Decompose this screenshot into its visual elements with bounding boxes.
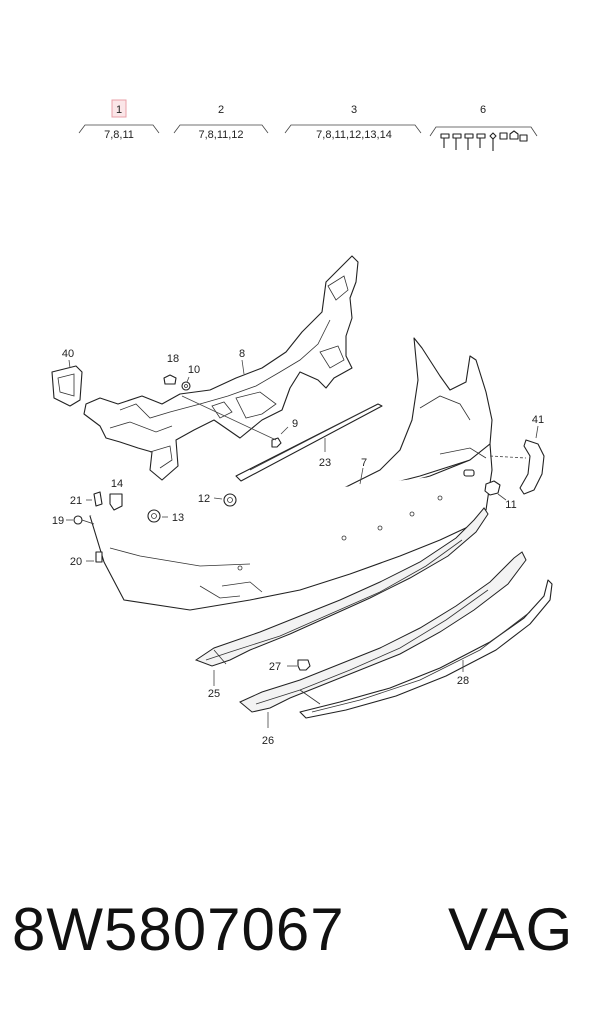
- part-18-clip[interactable]: 18: [163, 353, 179, 385]
- callout-19: 19: [52, 515, 64, 527]
- callout-41: 41: [532, 414, 544, 426]
- group-2-number: 2: [218, 104, 224, 116]
- callout-8: 8: [239, 348, 245, 360]
- group-3[interactable]: 3 7,8,11,12,13,14: [284, 104, 422, 141]
- callout-10: 10: [188, 364, 200, 376]
- part-8-carrier[interactable]: 8: [83, 255, 359, 481]
- fastener-set-icon: [440, 130, 528, 151]
- part-28-lower-trim[interactable]: 28: [299, 579, 553, 719]
- group-1[interactable]: 1 7,8,11: [78, 99, 160, 141]
- group-3-parts: 7,8,11,12,13,14: [316, 129, 392, 141]
- part-7-bumper-cover[interactable]: 7: [89, 337, 493, 611]
- part-11-cap[interactable]: 11: [484, 480, 517, 511]
- part-14-clip[interactable]: 14: [109, 478, 123, 511]
- part-number: 8W5807067: [12, 896, 345, 963]
- group-1-number: 1: [116, 104, 122, 116]
- group-2[interactable]: 2 7,8,11,12: [173, 104, 269, 141]
- callout-9: 9: [292, 418, 298, 430]
- group-3-number: 3: [351, 104, 357, 116]
- group-6[interactable]: 6: [429, 104, 538, 151]
- callout-18: 18: [167, 353, 179, 365]
- part-21-stud[interactable]: 21: [70, 491, 103, 507]
- part-13-nut[interactable]: 13: [147, 509, 184, 524]
- group-1-highlight-box: [111, 99, 127, 118]
- callout-14: 14: [111, 478, 123, 490]
- group-2-parts: 7,8,11,12: [198, 129, 243, 141]
- part-25-diffuser[interactable]: 25: [194, 507, 489, 700]
- brand-label: VAG: [448, 896, 574, 963]
- part-12-grommet[interactable]: 12: [198, 493, 237, 507]
- callout-21: 21: [70, 495, 82, 507]
- part-9-clip[interactable]: 9: [181, 395, 298, 448]
- callout-7: 7: [361, 457, 367, 469]
- callout-12: 12: [198, 493, 210, 505]
- callout-23: 23: [319, 457, 331, 469]
- part-10-nut[interactable]: 10: [181, 364, 200, 391]
- parts-diagram: 1 7,8,11 2 7,8,11,12 3 7,8,11,12,13,14 6: [51, 99, 553, 747]
- group-1-parts: 7,8,11: [104, 129, 134, 141]
- callout-25: 25: [208, 688, 220, 700]
- part-41-cover[interactable]: 41: [489, 414, 545, 495]
- callout-28: 28: [457, 675, 469, 687]
- part-26-lower-diffuser[interactable]: 26: [239, 551, 527, 747]
- part-20-bolt[interactable]: 20: [70, 551, 103, 568]
- callout-27: 27: [269, 661, 281, 673]
- callout-26: 26: [262, 735, 274, 747]
- part-40-bracket[interactable]: 40: [51, 348, 83, 407]
- callout-11: 11: [505, 499, 516, 511]
- group-6-number: 6: [480, 104, 486, 116]
- callout-20: 20: [70, 556, 82, 568]
- callout-13: 13: [172, 512, 184, 524]
- part-27-clip[interactable]: 27: [269, 659, 311, 673]
- part-23-trim-strip[interactable]: 23: [235, 403, 383, 482]
- callout-40: 40: [62, 348, 74, 360]
- part-19-screw[interactable]: 19: [52, 515, 95, 527]
